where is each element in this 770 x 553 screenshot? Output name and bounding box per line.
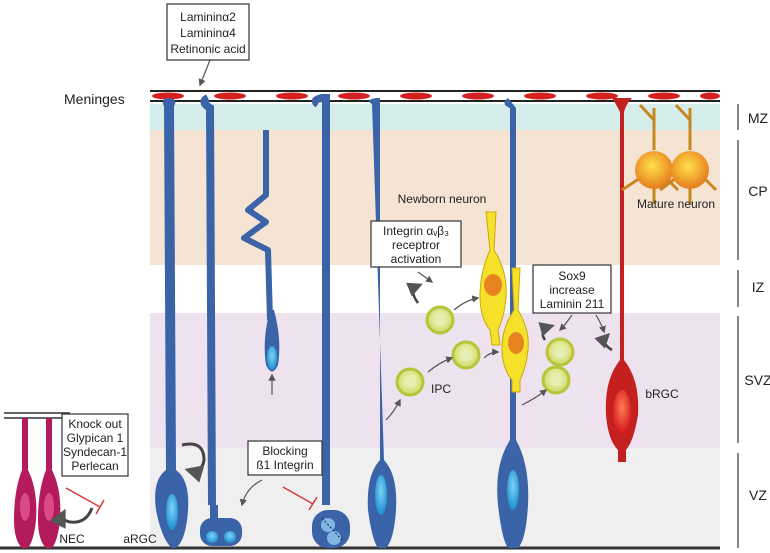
ipc-cells xyxy=(395,305,575,397)
meninges-layer xyxy=(150,90,720,102)
meninges-label: Meninges xyxy=(64,91,125,107)
zone-label-vz: VZ xyxy=(749,487,767,503)
svg-text:Sox9: Sox9 xyxy=(558,269,586,283)
svg-text:Retinonic acid: Retinonic acid xyxy=(170,42,245,56)
svg-text:Knock out: Knock out xyxy=(68,417,122,431)
nec-cells xyxy=(4,412,70,548)
zone-bands xyxy=(150,104,720,548)
nec-label: NEC xyxy=(59,532,85,546)
svg-text:Laminin 211: Laminin 211 xyxy=(540,297,605,311)
svg-text:increase: increase xyxy=(549,283,595,297)
zone-mz-band xyxy=(150,104,720,130)
zone-iz-band xyxy=(150,265,720,313)
brgc-label: bRGC xyxy=(645,387,679,401)
newborn-neuron-2 xyxy=(501,267,529,393)
argc-cell-detached xyxy=(241,130,280,372)
svg-text:Glypican 1: Glypican 1 xyxy=(67,431,124,445)
svg-text:activation: activation xyxy=(391,252,442,266)
svg-text:Lamininα4: Lamininα4 xyxy=(180,26,236,40)
mature-neuron-label: Mature neuron xyxy=(637,197,715,211)
zone-label-mz: MZ xyxy=(748,110,769,126)
mature-neuron-2-soma xyxy=(671,151,709,189)
svg-text:Syndecan-1: Syndecan-1 xyxy=(63,445,127,459)
argc-cell-1 xyxy=(155,98,189,548)
svg-text:receptror: receptror xyxy=(392,238,440,252)
zone-vz-band xyxy=(150,448,720,548)
zone-label-svz: SVZ xyxy=(744,372,770,388)
svg-text:Integrin αᵥβ₃: Integrin αᵥβ₃ xyxy=(383,224,449,238)
lineage-arrows xyxy=(198,59,606,507)
brgc-cell xyxy=(605,98,639,462)
argc-cell-dividing-1 xyxy=(200,94,242,546)
inhibition-markers xyxy=(65,486,318,515)
svg-text:Lamininα2: Lamininα2 xyxy=(180,10,236,24)
zone-label-cp: CP xyxy=(748,183,767,199)
newborn-neuron-label: Newborn neuron xyxy=(398,192,487,206)
argc-cell-2 xyxy=(367,98,397,548)
svg-text:Perlecan: Perlecan xyxy=(71,459,118,473)
zone-labels: MZ CP IZ SVZ VZ xyxy=(744,110,770,503)
knockout-callout: Knock out Glypican 1 Syndecan-1 Perlecan xyxy=(61,413,129,477)
svg-text:Blocking: Blocking xyxy=(262,444,307,458)
laminin-callout: Lamininα2 Lamininα4 Retinonic acid xyxy=(166,3,250,61)
ipc-label: IPC xyxy=(431,382,451,396)
newborn-neuron-1 xyxy=(479,211,507,346)
self-renewal-arrows xyxy=(49,282,613,529)
integrin-callout: Integrin αᵥβ₃ receptror activation xyxy=(370,220,462,268)
svg-text:ß1 Integrin: ß1 Integrin xyxy=(256,458,313,472)
blocking-callout: Blocking ß1 Integrin xyxy=(247,440,323,476)
argc-label: aRGC xyxy=(123,532,157,546)
sox9-callout: Sox9 increase Laminin 211 xyxy=(532,264,612,314)
mature-neuron-1-soma xyxy=(635,151,673,189)
argc-cell-dividing-2 xyxy=(311,94,350,548)
zone-label-iz: IZ xyxy=(752,279,765,295)
